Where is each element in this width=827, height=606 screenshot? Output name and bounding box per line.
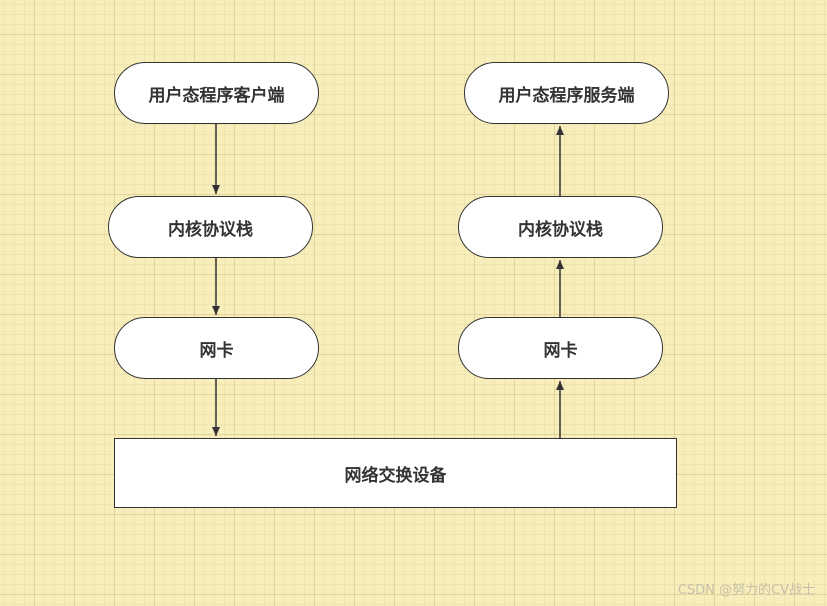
network-switch-device-node: 网络交换设备 (114, 438, 677, 508)
server-nic-node: 网卡 (458, 317, 663, 379)
client-user-program-node: 用户态程序客户端 (114, 62, 319, 124)
client-nic-node: 网卡 (114, 317, 319, 379)
csdn-watermark: CSDN @努力的CV战士 (677, 583, 815, 598)
server-user-program-node: 用户态程序服务端 (464, 62, 669, 124)
server-kernel-stack-node: 内核协议栈 (458, 196, 663, 258)
client-kernel-stack-node: 内核协议栈 (108, 196, 313, 258)
